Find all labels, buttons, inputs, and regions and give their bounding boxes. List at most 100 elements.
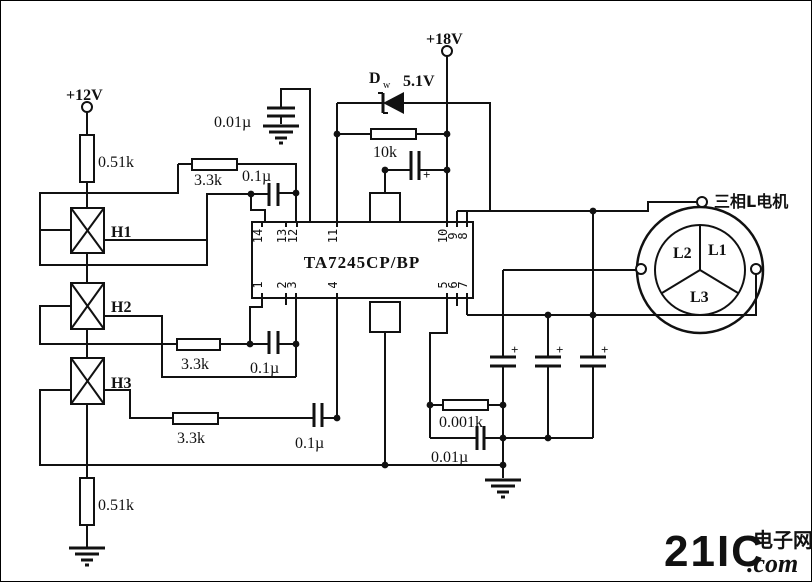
coil-l2-label: L2 [673, 245, 692, 262]
h2-input-network: 3.3k 0.1µ [39, 298, 300, 378]
junction-dot [544, 434, 552, 442]
wire [250, 194, 266, 222]
c01-2-label: 0.1µ [250, 360, 279, 377]
pin-12: 12 [286, 229, 300, 243]
watermark: 21IC 电子网 .com [664, 527, 812, 578]
zener-sub-label: w [383, 80, 391, 91]
power-zener-network: +18V D w 5.1V 10k + [333, 31, 491, 222]
junction-dot [499, 461, 507, 469]
junction-dot [499, 434, 507, 442]
junction-dot [292, 340, 300, 348]
h1-x [70, 207, 105, 254]
wire [39, 305, 177, 345]
resistor-051k-top [79, 134, 95, 183]
v18-label: +18V [426, 31, 463, 48]
junction-dot [333, 414, 341, 422]
bottom-filter-network: + + + 0.001k 0.01µ [426, 298, 608, 499]
h2-x [70, 282, 105, 330]
h2-label: H2 [111, 299, 131, 316]
watermark-cn: 电子网 [753, 528, 812, 552]
wire [457, 201, 697, 212]
c01-3-label: 0.1µ [295, 435, 324, 452]
resistor-051k-bottom [79, 477, 95, 526]
v12-terminal [81, 101, 93, 113]
wire [249, 298, 263, 344]
motor-terminal-left [635, 263, 647, 275]
ic-pin-numbers: 14 13 12 11 10 9 8 1 2 3 4 5 6 7 [251, 229, 470, 289]
c01-1-label: 0.1µ [242, 168, 271, 185]
r0001k-label: 0.001k [439, 414, 483, 431]
pin-13: 13 [275, 229, 289, 243]
zener-diode [383, 92, 404, 114]
plus-sign: + [556, 342, 563, 357]
pin-4: 4 [326, 281, 340, 288]
resistor-10k [370, 128, 417, 140]
ic-pin-ticks [261, 222, 468, 298]
pin-14: 14 [251, 229, 265, 243]
coil-l1-label: L1 [708, 242, 727, 259]
ic-bottom-block [369, 301, 401, 333]
pin-5: 5 [436, 281, 450, 288]
wire [39, 164, 251, 266]
h3-input-network: 3.3k 0.1µ [39, 298, 503, 469]
watermark-brand: 21IC [664, 527, 765, 576]
r33-3-label: 3.3k [177, 430, 205, 447]
junction-dot [589, 207, 597, 215]
pin-9: 9 [446, 232, 460, 239]
resistor-33k-3 [172, 412, 219, 425]
ic-part-number: TA7245CP/BP [304, 253, 420, 272]
motor-terminal-right [750, 263, 762, 275]
ground-symbol-middle [485, 478, 521, 499]
wire [404, 102, 491, 211]
three-phase-motor: L2 L1 L3 三相L电机 [635, 192, 788, 335]
junction-dot [247, 190, 255, 198]
junction-dot [292, 189, 300, 197]
r051-top-label: 0.51k [98, 154, 134, 171]
motor-terminal-top [696, 196, 708, 208]
motor-y-winding [699, 269, 739, 294]
ground-symbol-top [263, 124, 299, 145]
wire [467, 274, 757, 316]
zener-voltage: 5.1V [403, 73, 435, 90]
wire [237, 163, 297, 222]
watermark-domain: .com [747, 549, 798, 578]
junction-dot [544, 311, 552, 319]
v12-label: +12V [66, 87, 103, 104]
c001-bot-label: 0.01µ [431, 449, 468, 466]
pin-3: 3 [285, 281, 299, 288]
motor-label: 三相L电机 [714, 192, 788, 211]
h3-label: H3 [111, 375, 131, 392]
wire [104, 389, 173, 419]
pin-8: 8 [456, 232, 470, 239]
r33-2-label: 3.3k [181, 356, 209, 373]
ic-top-block [369, 192, 401, 223]
resistor-33k-2 [176, 338, 221, 351]
hall-bias-chain: +12V 0.51k H1 H2 H3 0.51k [66, 87, 134, 567]
ic-ta7245: TA7245CP/BP 14 13 12 11 10 [251, 192, 474, 465]
pin-7: 7 [456, 281, 470, 288]
junction-dot [443, 166, 451, 174]
coil-l3-label: L3 [690, 289, 709, 306]
pin-6: 6 [446, 281, 460, 288]
output-wiring [456, 201, 757, 357]
ic-body [251, 221, 474, 299]
ground-symbol-left [69, 546, 105, 567]
r10k-label: 10k [373, 144, 397, 161]
wire [280, 88, 311, 222]
pin-1: 1 [251, 281, 265, 288]
pin-11: 11 [326, 229, 340, 243]
wire [39, 389, 503, 466]
h1-input-network: 3.3k 0.1µ [39, 158, 300, 266]
pin-2: 2 [275, 281, 289, 288]
plus-sign: + [511, 342, 518, 357]
v18-terminal [441, 45, 453, 57]
resistor-0001k [442, 399, 489, 411]
resistor-33k-1 [191, 158, 238, 171]
junction-dot [589, 311, 597, 319]
junction-dot [333, 130, 341, 138]
junction-dot [426, 401, 434, 409]
junction-dot [443, 130, 451, 138]
r33-1-label: 3.3k [194, 172, 222, 189]
